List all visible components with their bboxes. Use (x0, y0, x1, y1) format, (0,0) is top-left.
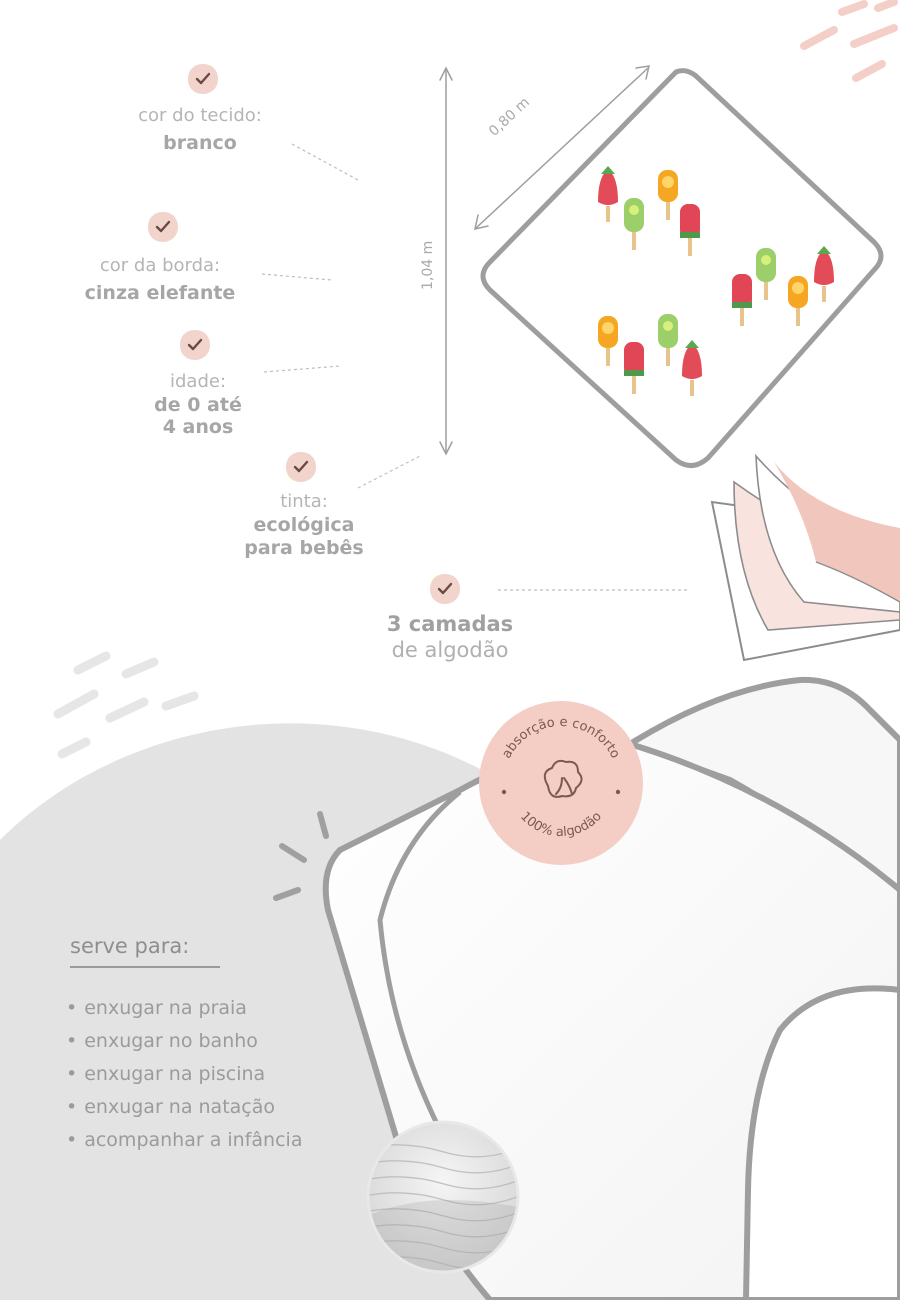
check-icon (187, 338, 203, 351)
dimension-arrows (439, 65, 650, 456)
list-item: enxugar na praia (66, 992, 302, 1025)
uses-title-underline (70, 966, 220, 968)
ink-value-line1: ecológica (253, 514, 355, 536)
cotton-flower-icon (543, 759, 583, 798)
decorative-dashes-pink (800, 0, 898, 82)
layers-value-line2: de algodão (391, 638, 509, 662)
check-icon (293, 460, 309, 473)
fabric-color-value: branco (163, 132, 237, 154)
border-color-label: cor da borda: (99, 255, 221, 276)
decorative-dashes-gray (53, 651, 199, 759)
fabric-color-label: cor do tecido: (138, 105, 262, 126)
list-item: acompanhar a infância (66, 1124, 302, 1157)
fabric-texture-closeup (366, 1120, 520, 1274)
popsicle-pattern (598, 166, 834, 396)
uses-list: enxugar na praia enxugar no banho enxuga… (66, 992, 302, 1157)
cotton-layers-diagram (710, 453, 900, 662)
sparkle-lines (273, 811, 329, 901)
list-item: enxugar na natação (66, 1091, 302, 1124)
check-badge-fabric (188, 64, 218, 94)
uses-title: serve para: (70, 934, 190, 958)
list-item: enxugar no banho (66, 1025, 302, 1058)
cotton-seal: absorção e conforto 100% algodão (479, 701, 643, 865)
check-icon (437, 582, 453, 595)
check-icon (195, 72, 211, 85)
check-badge-ink (286, 452, 316, 482)
age-value-line1: de 0 até (154, 394, 242, 416)
ink-value-line2: para bebês (244, 537, 364, 559)
check-badge-border (148, 212, 178, 242)
towel-flat-illustration (480, 68, 884, 468)
ink-label: tinta: (280, 491, 328, 512)
layers-value-line1: 3 camadas (386, 612, 514, 636)
check-badge-layers (430, 574, 460, 604)
border-color-value: cinza elefante (84, 282, 236, 304)
leader-lines (261, 143, 688, 591)
list-item: enxugar na piscina (66, 1058, 302, 1091)
age-value-line2: 4 anos (162, 416, 234, 438)
age-label: idade: (169, 371, 227, 392)
check-badge-age (180, 330, 210, 360)
check-icon (155, 220, 171, 233)
